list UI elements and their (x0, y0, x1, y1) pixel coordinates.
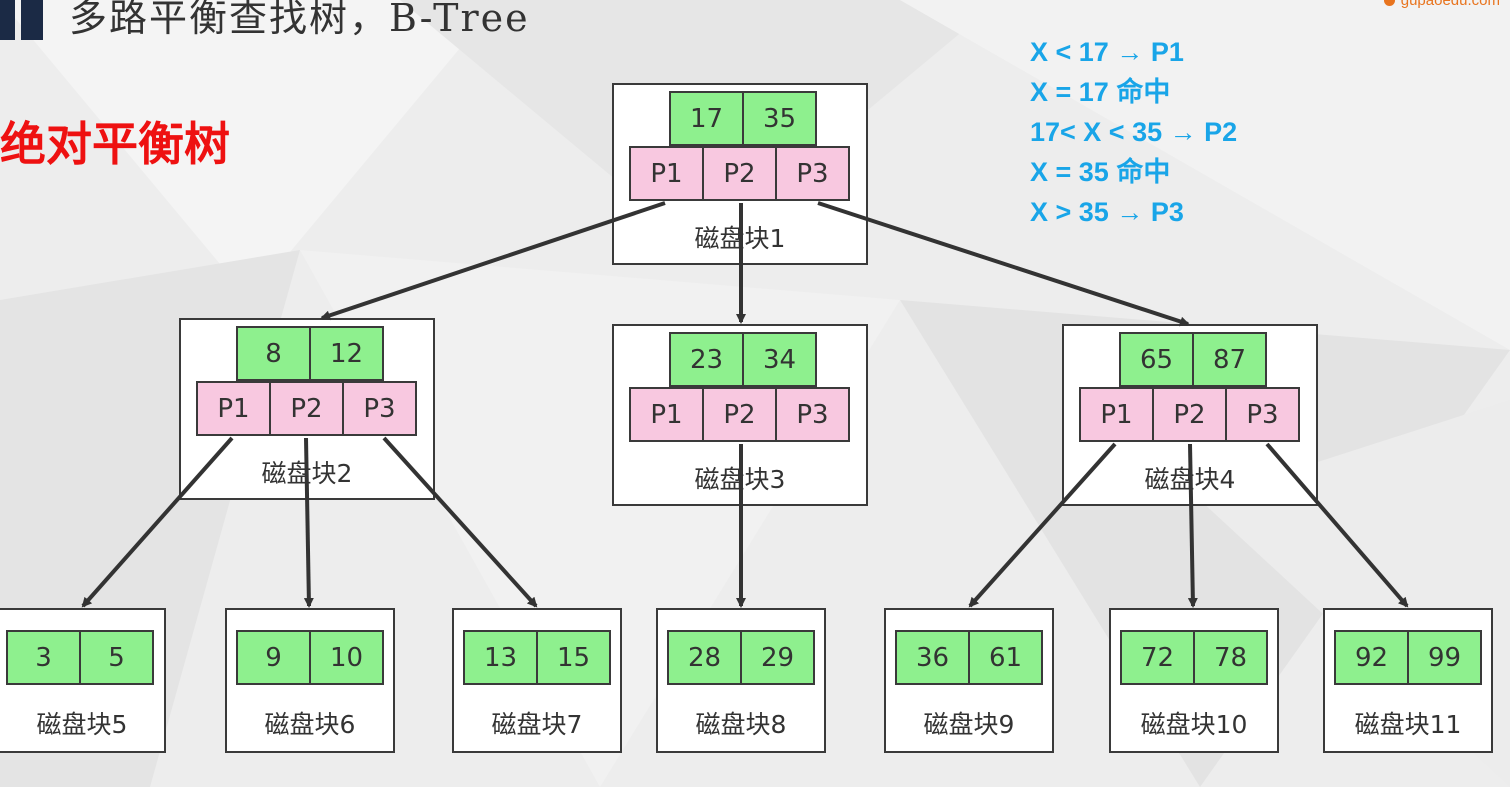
pointer-cell: P2 (271, 381, 344, 436)
rule-line: X = 35 命中 (1030, 157, 1171, 187)
key-cell: 36 (895, 630, 970, 685)
disk-block-8: 28 29 磁盘块8 (656, 608, 826, 753)
pointer-row: P1 P2 P3 (1079, 387, 1300, 442)
disk-block-2: 8 12 P1 P2 P3 磁盘块2 (179, 318, 435, 500)
disk-block-7: 13 15 磁盘块7 (452, 608, 622, 753)
logo-icon (1383, 0, 1395, 6)
key-cell: 3 (6, 630, 81, 685)
rule-line: X < 17 → P1 (1030, 37, 1184, 67)
key-cell: 10 (311, 630, 384, 685)
key-cell: 35 (744, 91, 817, 146)
key-row: 23 34 (669, 332, 817, 387)
key-cell: 28 (667, 630, 742, 685)
edge-b4-p2 (1187, 443, 1198, 608)
pointer-cell: P3 (344, 381, 417, 436)
key-cell: 17 (669, 91, 744, 146)
block-label: 磁盘块8 (695, 710, 787, 739)
key-row: 36 61 (895, 630, 1043, 685)
key-cell: 34 (744, 332, 817, 387)
title-text: 多路平衡查找树，B-Tree (69, 0, 530, 40)
search-rules: X < 17 → P1 X = 17 命中 17< X < 35 → P2 X … (1030, 32, 1237, 232)
key-cell: 65 (1119, 332, 1194, 387)
block-label: 磁盘块7 (491, 710, 583, 739)
key-cell: 9 (236, 630, 311, 685)
key-cell: 23 (669, 332, 744, 387)
block-label: 磁盘块9 (923, 710, 1015, 739)
rule-line: X > 35 → P3 (1030, 197, 1184, 227)
pointer-cell: P3 (777, 387, 850, 442)
edge-root-p3 (817, 201, 1190, 327)
pointer-cell: P2 (1154, 387, 1227, 442)
edge-b2-p1 (81, 436, 234, 608)
pointer-cell: P2 (704, 146, 777, 201)
key-row: 3 5 (6, 630, 154, 685)
key-cell: 13 (463, 630, 538, 685)
key-row: 28 29 (667, 630, 815, 685)
key-row: 13 15 (463, 630, 611, 685)
key-row: 72 78 (1120, 630, 1268, 685)
pointer-cell: P1 (629, 387, 704, 442)
key-cell: 29 (742, 630, 815, 685)
key-cell: 15 (538, 630, 611, 685)
disk-block-9: 36 61 磁盘块9 (884, 608, 1054, 753)
title-accent-bar (21, 0, 43, 40)
logo: gupaoedu.com (1383, 0, 1500, 9)
key-cell: 87 (1194, 332, 1267, 387)
block-label: 磁盘块5 (36, 710, 128, 739)
balanced-tree-heading: 绝对平衡树 (0, 117, 230, 171)
pointer-row: P1 P2 P3 (629, 387, 850, 442)
key-row: 92 99 (1334, 630, 1482, 685)
block-label: 磁盘块11 (1354, 710, 1462, 739)
disk-block-11: 92 99 磁盘块11 (1323, 608, 1493, 753)
edge-root-p1 (320, 201, 666, 321)
key-cell: 99 (1409, 630, 1482, 685)
pointer-cell: P3 (1227, 387, 1300, 442)
pointer-cell: P3 (777, 146, 850, 201)
key-cell: 12 (311, 326, 384, 381)
key-row: 8 12 (236, 326, 384, 381)
block-label: 磁盘块10 (1140, 710, 1248, 739)
title-accent-bar (0, 0, 15, 40)
key-row: 17 35 (669, 91, 817, 146)
key-cell: 72 (1120, 630, 1195, 685)
disk-block-10: 72 78 磁盘块10 (1109, 608, 1279, 753)
key-cell: 8 (236, 326, 311, 381)
pointer-row: P1 P2 P3 (196, 381, 417, 436)
rule-line: X = 17 命中 (1030, 77, 1171, 107)
disk-block-5: 3 5 磁盘块5 (0, 608, 166, 753)
pointer-cell: P2 (704, 387, 777, 442)
edge-b4-p1 (968, 442, 1117, 608)
pointer-cell: P1 (629, 146, 704, 201)
logo-text: gupaoedu.com (1400, 0, 1500, 9)
pointer-row: P1 P2 P3 (629, 146, 850, 201)
pointer-cell: P1 (1079, 387, 1154, 442)
key-row: 65 87 (1119, 332, 1267, 387)
edge-b2-p2 (303, 437, 314, 608)
edge-b2-p3 (382, 436, 538, 608)
edge-b4-p3 (1265, 442, 1409, 608)
key-cell: 61 (970, 630, 1043, 685)
rule-line: 17< X < 35 → P2 (1030, 117, 1238, 147)
block-label: 磁盘块6 (264, 710, 356, 739)
page-title: 多路平衡查找树，B-Tree (0, 0, 530, 42)
key-cell: 92 (1334, 630, 1409, 685)
key-row: 9 10 (236, 630, 384, 685)
key-cell: 78 (1195, 630, 1268, 685)
disk-block-6: 9 10 磁盘块6 (225, 608, 395, 753)
key-cell: 5 (81, 630, 154, 685)
pointer-cell: P1 (196, 381, 271, 436)
